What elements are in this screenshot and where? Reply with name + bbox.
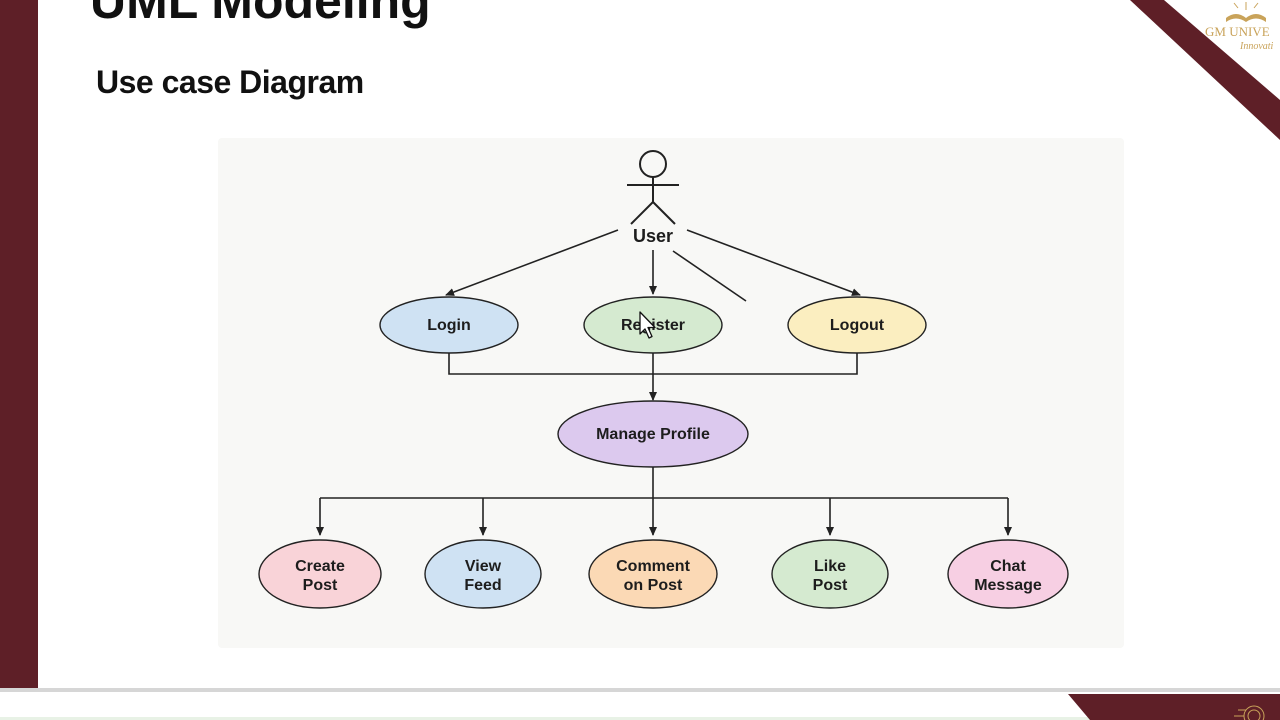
use-case-label-line1: Like bbox=[814, 558, 846, 575]
use-case-login: Login bbox=[379, 296, 519, 354]
circuit-pattern-icon bbox=[1234, 705, 1265, 720]
footer-strip bbox=[0, 692, 1280, 720]
use-case-comment-on-post: Comment on Post bbox=[588, 539, 718, 609]
use-case-ellipse bbox=[557, 400, 749, 468]
use-case-ellipse bbox=[588, 539, 718, 609]
slide-title: UML Modeling bbox=[90, 0, 431, 29]
slide-subtitle: Use case Diagram bbox=[96, 64, 364, 100]
row2-connectors bbox=[316, 467, 1012, 536]
use-case-label: Manage Profile bbox=[596, 426, 710, 443]
corner-decoration-bottom bbox=[1068, 694, 1280, 720]
use-case-label-line2: Feed bbox=[464, 577, 501, 594]
association-logout bbox=[686, 229, 861, 296]
use-case-label-line1: Chat bbox=[990, 558, 1026, 575]
use-case-manage-profile: Manage Profile bbox=[557, 400, 749, 468]
actor-associations bbox=[445, 229, 861, 302]
use-case-label-line1: View bbox=[465, 558, 502, 575]
user-actor: User bbox=[627, 150, 679, 246]
actor-label: User bbox=[633, 226, 673, 246]
use-case-like-post: Like Post bbox=[771, 539, 889, 609]
corner-decoration-top bbox=[1130, 0, 1280, 140]
stick-figure-icon bbox=[627, 150, 679, 225]
use-case-ellipse bbox=[258, 539, 382, 609]
use-case-label-line1: Comment bbox=[616, 558, 690, 575]
use-case-label-line2: Post bbox=[813, 577, 848, 594]
use-case-diagram: User Login bbox=[258, 150, 1069, 609]
use-case-logout: Logout bbox=[787, 296, 927, 354]
use-case-create-post: Create Post bbox=[258, 539, 382, 609]
row1-connectors bbox=[448, 353, 858, 401]
use-case-ellipse bbox=[379, 296, 519, 354]
mouse-pointer-icon bbox=[639, 311, 656, 339]
use-case-ellipse bbox=[424, 539, 542, 609]
diagram-card: User Login bbox=[218, 138, 1124, 648]
association-login bbox=[445, 229, 619, 296]
footer-divider bbox=[0, 688, 1280, 692]
use-case-label: Logout bbox=[830, 317, 885, 334]
use-case-label-line2: Message bbox=[974, 577, 1042, 594]
brand-name: GM UNIVE bbox=[1205, 24, 1270, 39]
use-case-label-line2: on Post bbox=[624, 577, 683, 594]
use-case-ellipse bbox=[787, 296, 927, 354]
use-case-ellipse bbox=[771, 539, 889, 609]
use-case-label-line1: Create bbox=[295, 558, 345, 575]
use-case-label-line2: Post bbox=[303, 577, 338, 594]
use-case-label: Login bbox=[427, 317, 471, 334]
use-case-ellipse bbox=[947, 539, 1069, 609]
association-extra bbox=[672, 250, 747, 302]
use-case-chat-message: Chat Message bbox=[947, 539, 1069, 609]
left-accent-band bbox=[0, 0, 38, 720]
brand-tagline: Innovati bbox=[1240, 41, 1274, 52]
use-case-view-feed: View Feed bbox=[424, 539, 542, 609]
book-logo-icon bbox=[1226, 2, 1266, 22]
